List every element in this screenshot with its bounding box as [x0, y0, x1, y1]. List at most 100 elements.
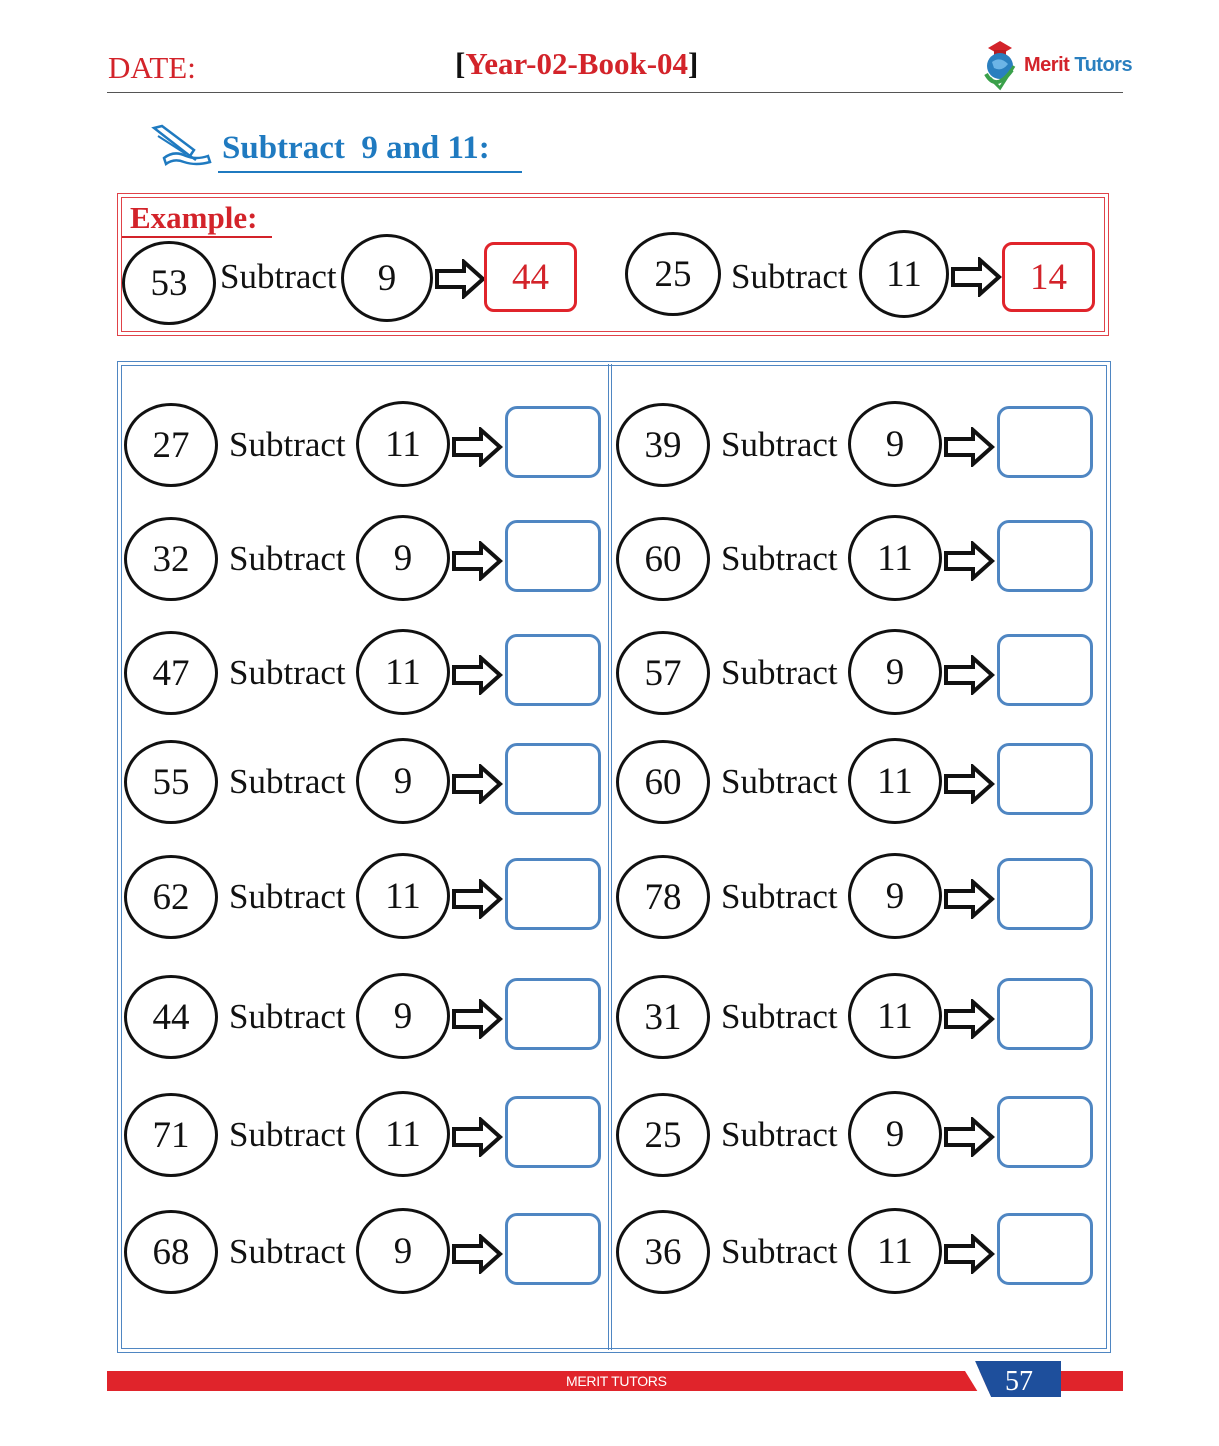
answer-box[interactable] [997, 743, 1093, 815]
subtract-word: Subtract [229, 1232, 346, 1271]
answer-box[interactable] [505, 978, 601, 1050]
logo-word-merit: Merit [1024, 54, 1070, 76]
arrow-right-icon [452, 655, 503, 695]
book-title: [Year-02-Book-04] [455, 46, 698, 82]
example-subtrahend-circle: 9 [341, 234, 433, 322]
subtrahend-circle: 9 [848, 853, 942, 939]
subtrahend: 11 [385, 875, 421, 917]
answer-box[interactable] [505, 858, 601, 930]
subtract-word: Subtract [229, 539, 346, 578]
subtrahend-circle: 11 [848, 738, 942, 824]
subtrahend: 11 [877, 995, 913, 1037]
arrow-right-icon [944, 1234, 995, 1274]
number-circle: 62 [124, 855, 218, 939]
number-circle: 39 [616, 403, 710, 487]
number-circle: 36 [616, 1210, 710, 1294]
heading-underline [218, 171, 522, 173]
date-label: DATE: [108, 50, 196, 85]
number-circle: 68 [124, 1210, 218, 1294]
worksheet-heading: Subtract 9 and 11: [222, 130, 490, 166]
arrow-right-icon [944, 879, 995, 919]
merit-tutors-logo-icon [984, 41, 1016, 91]
example-number: 53 [150, 262, 188, 304]
answer-box[interactable] [505, 1213, 601, 1285]
subtrahend: 9 [885, 423, 905, 465]
page-number: 57 [1005, 1366, 1033, 1397]
arrow-right-icon [452, 999, 503, 1039]
answer-box[interactable] [997, 634, 1093, 706]
number-circle: 25 [616, 1093, 710, 1177]
arrow-right-icon [452, 1117, 503, 1157]
arrow-right-icon [452, 427, 503, 467]
book-title-text: Year-02-Book-04 [465, 46, 689, 81]
minuend: 71 [152, 1114, 190, 1156]
minuend: 62 [152, 876, 190, 918]
minuend: 55 [152, 761, 190, 803]
minuend: 68 [152, 1231, 190, 1273]
answer-box[interactable] [505, 634, 601, 706]
minuend: 47 [152, 652, 190, 694]
arrow-right-icon [452, 764, 503, 804]
subtract-word: Subtract [721, 1232, 838, 1271]
footer-brand: MERIT TUTORS [566, 1373, 667, 1389]
minuend: 36 [644, 1231, 682, 1273]
arrow-right-icon [435, 259, 486, 299]
subtract-word: Subtract [721, 425, 838, 464]
subtrahend: 11 [385, 1113, 421, 1155]
subtrahend: 9 [885, 1113, 905, 1155]
subtrahend-circle: 9 [848, 629, 942, 715]
answer-box[interactable] [997, 406, 1093, 478]
example-box [117, 193, 1109, 336]
example-answer-box: 14 [1002, 242, 1095, 312]
minuend: 25 [644, 1114, 682, 1156]
example-number: 25 [654, 253, 692, 295]
number-circle: 47 [124, 631, 218, 715]
subtrahend-circle: 11 [848, 1208, 942, 1294]
subtract-word: Subtract [229, 997, 346, 1036]
exercise-box [117, 361, 1111, 1353]
subtrahend: 11 [877, 1230, 913, 1272]
arrow-right-icon [944, 1117, 995, 1157]
number-circle: 57 [616, 631, 710, 715]
subtrahend-circle: 9 [356, 515, 450, 601]
example-subtrahend: 11 [886, 253, 922, 295]
subtrahend-circle: 11 [848, 515, 942, 601]
answer-box[interactable] [997, 858, 1093, 930]
arrow-right-icon [452, 879, 503, 919]
subtrahend: 9 [885, 651, 905, 693]
answer-box[interactable] [997, 520, 1093, 592]
footer-bar [107, 1371, 1123, 1391]
logo-word-tutors: Tutors [1074, 54, 1133, 76]
subtrahend-circle: 9 [848, 1091, 942, 1177]
pencil-writing-icon [151, 124, 212, 167]
answer-box[interactable] [997, 978, 1093, 1050]
example-label: Example: [130, 200, 258, 235]
subtrahend: 11 [385, 651, 421, 693]
arrow-right-icon [944, 541, 995, 581]
answer-box[interactable] [505, 743, 601, 815]
subtrahend-circle: 11 [848, 973, 942, 1059]
number-circle: 71 [124, 1093, 218, 1177]
answer-box[interactable] [997, 1096, 1093, 1168]
subtrahend-circle: 11 [356, 1091, 450, 1177]
subtract-word: Subtract [721, 877, 838, 916]
subtract-word: Subtract [721, 762, 838, 801]
subtrahend: 11 [385, 423, 421, 465]
answer-box[interactable] [505, 406, 601, 478]
answer-box[interactable] [997, 1213, 1093, 1285]
answer-box[interactable] [505, 1096, 601, 1168]
minuend: 27 [152, 424, 190, 466]
example-subtrahend-circle: 11 [859, 230, 949, 318]
minuend: 31 [644, 996, 682, 1038]
subtract-word: Subtract [721, 539, 838, 578]
subtrahend: 9 [885, 875, 905, 917]
subtrahend-circle: 11 [356, 401, 450, 487]
minuend: 44 [152, 996, 190, 1038]
arrow-right-icon [944, 427, 995, 467]
answer-box[interactable] [505, 520, 601, 592]
example-answer: 44 [512, 256, 549, 298]
minuend: 60 [644, 538, 682, 580]
subtrahend-circle: 9 [356, 738, 450, 824]
subtract-word: Subtract [721, 653, 838, 692]
example-number-circle: 53 [122, 241, 216, 325]
